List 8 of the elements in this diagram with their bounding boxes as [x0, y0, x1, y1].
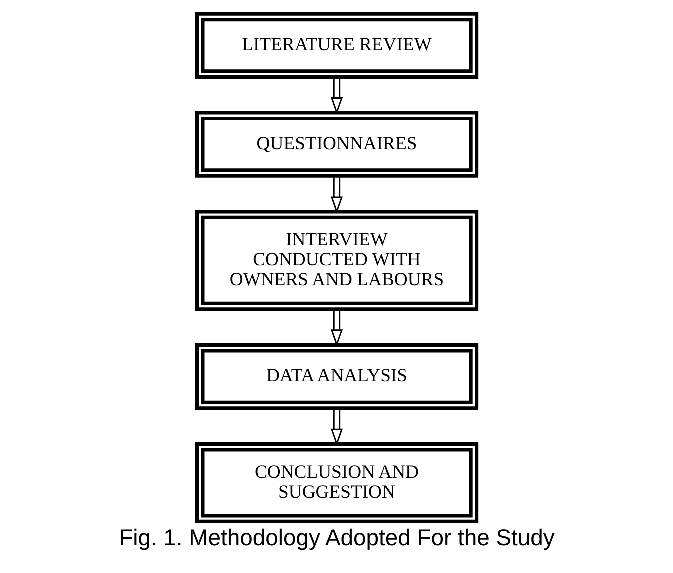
node-box: LITERATURE REVIEW	[194, 12, 478, 79]
node-box: QUESTIONNAIRES	[194, 111, 478, 178]
caption: Fig. 1. Methodology Adopted For the Study	[118, 524, 554, 551]
node-box: CONCLUSION AND SUGGESTION	[194, 442, 478, 524]
node-box: INTERVIEW CONDUCTED WITH OWNERS AND LABOURS	[194, 210, 478, 312]
node-box: DATA ANALYSIS	[194, 344, 478, 410]
arrow	[330, 176, 343, 214]
arrow	[330, 77, 343, 115]
